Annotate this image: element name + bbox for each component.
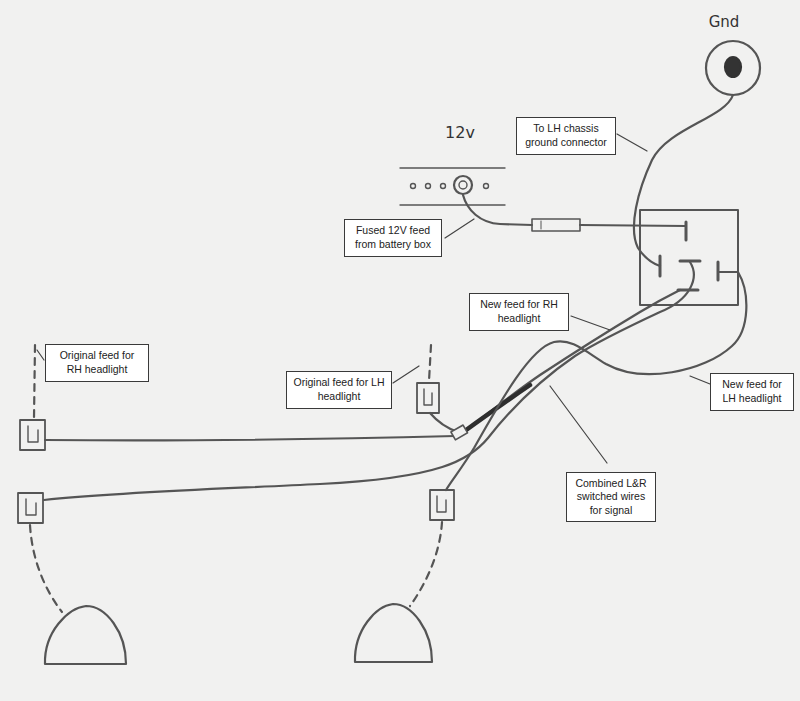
relay-pin	[685, 222, 688, 240]
callout-text: To LH chassis ground connector	[522, 122, 610, 149]
callout-box: New feed for LH headlight	[710, 373, 794, 410]
connector	[430, 490, 454, 520]
dashed-wire	[410, 522, 442, 606]
connector	[437, 496, 446, 512]
callout-box: Combined L&R switched wires for signal	[566, 472, 656, 523]
callout-text: New feed for LH headlight	[716, 378, 788, 405]
callout-box: Original feed for RH headlight	[45, 344, 149, 381]
ground-stud	[725, 57, 741, 77]
new-lh-feed-wire	[446, 272, 746, 490]
new-rh-feed-wire	[44, 262, 694, 500]
dashed-wire	[30, 525, 62, 612]
leader-line	[690, 376, 710, 384]
callout-box: New feed for RH headlight	[469, 293, 569, 330]
terminal	[441, 184, 446, 189]
original-lh-wire	[430, 413, 458, 432]
fuse	[541, 221, 542, 229]
terminal-strip-edge	[400, 167, 505, 168]
callout-text: Combined L&R switched wires for signal	[572, 477, 650, 518]
terminal-strip-edge	[400, 204, 505, 205]
connector	[28, 426, 38, 442]
leader-line	[37, 350, 44, 360]
leader-line	[617, 134, 647, 151]
ground-terminal	[706, 41, 760, 95]
connector	[26, 499, 36, 515]
callout-text: Fused 12V feed from battery box	[350, 224, 436, 251]
original-rh-wire	[45, 436, 455, 440]
handwritten-label: 12v	[445, 123, 475, 142]
splice	[451, 425, 468, 440]
leader-line	[393, 366, 419, 383]
terminal	[484, 184, 489, 189]
connector	[424, 389, 432, 405]
dashed-wire	[429, 345, 431, 381]
feed-wire	[463, 195, 532, 225]
terminal-12v	[454, 176, 472, 194]
callout-text: New feed for RH headlight	[475, 298, 563, 325]
connector	[417, 383, 439, 413]
terminal	[411, 184, 416, 189]
headlight	[355, 604, 432, 662]
leader-line	[550, 386, 607, 463]
callout-box: Fused 12V feed from battery box	[344, 219, 442, 256]
connector	[18, 493, 43, 523]
callout-text: Original feed for RH headlight	[51, 349, 143, 376]
leader-line	[571, 316, 610, 330]
callout-text: Original feed for LH headlight	[292, 376, 386, 403]
terminal-12v	[459, 181, 467, 189]
callout-box: To LH chassis ground connector	[516, 117, 616, 154]
handwritten-label: Gnd	[709, 13, 740, 31]
connector	[20, 420, 45, 450]
leader-line	[445, 219, 474, 238]
ground-wire	[634, 95, 733, 266]
headlight	[45, 606, 126, 664]
fuse	[532, 219, 580, 231]
terminal	[426, 184, 431, 189]
dashed-wire	[34, 345, 35, 418]
callout-box: Original feed for LH headlight	[286, 371, 392, 408]
